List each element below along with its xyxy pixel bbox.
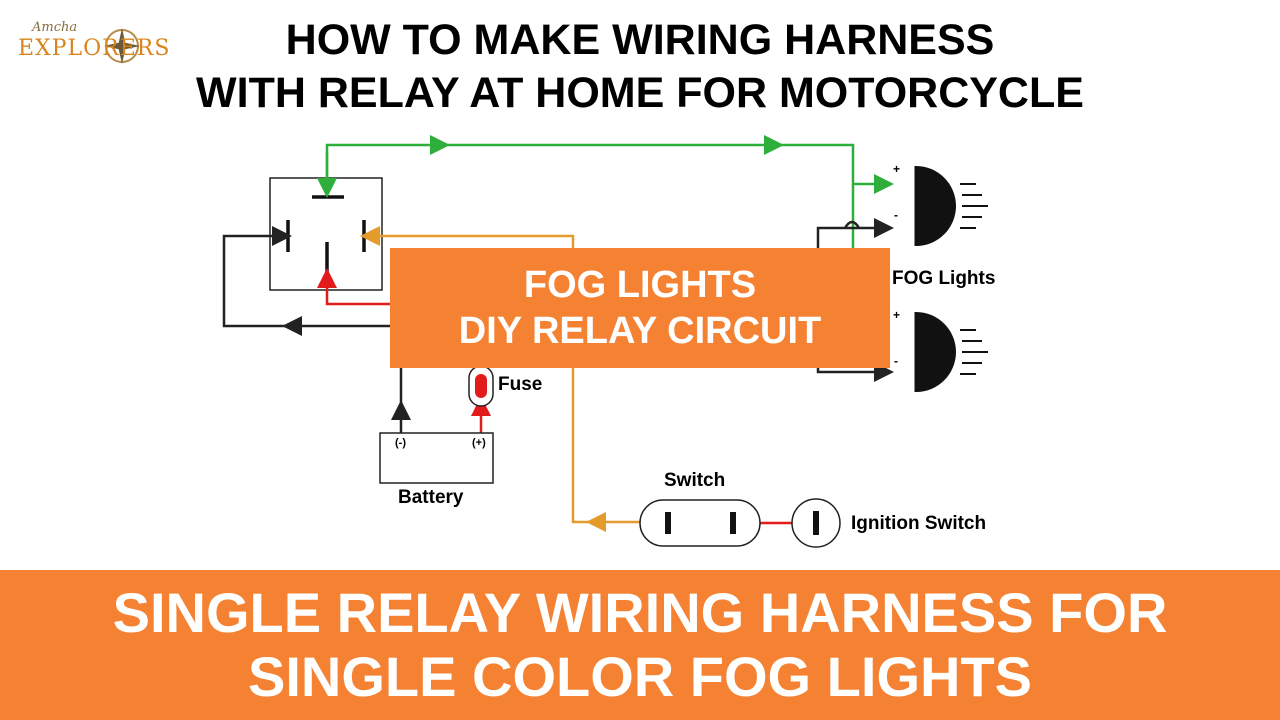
battery-label: Battery — [398, 487, 464, 508]
overlay-line-2: DIY RELAY CIRCUIT — [458, 310, 822, 352]
green-wire — [317, 135, 894, 250]
title-line-1: HOW TO MAKE WIRING HARNESS — [285, 16, 995, 64]
battery-icon — [379, 432, 494, 484]
logo-wordmark: EXPLORERS — [18, 36, 171, 61]
fog-lights-label: FOG Lights — [892, 268, 996, 289]
title-line-2: WITH RELAY AT HOME FOR MOTORCYCLE — [196, 69, 1084, 117]
compass-icon — [104, 28, 140, 64]
wiring-diagram — [222, 135, 988, 548]
switch-label: Switch — [664, 470, 726, 491]
red-wire — [317, 268, 792, 525]
ignition-switch-label: Ignition Switch — [851, 513, 987, 534]
page-title: HOW TO MAKE WIRING HARNESS WITH RELAY AT… — [0, 14, 1280, 120]
fog-light-icon — [914, 166, 988, 246]
fog-light-2-minus-label: - — [894, 354, 898, 368]
fuse-icon — [468, 365, 494, 407]
orange-wire — [360, 226, 640, 532]
fog-light-1-minus-label: - — [894, 208, 898, 222]
banner-line-1: SINGLE RELAY WIRING HARNESS FOR — [112, 581, 1168, 644]
battery-positive-label: (+) — [472, 437, 486, 449]
battery-negative-label: (-) — [395, 437, 406, 449]
fuse-label: Fuse — [498, 374, 543, 395]
bottom-banner: SINGLE RELAY WIRING HARNESS FOR SINGLE C… — [0, 570, 1280, 720]
fog-light-2-plus-label: + — [893, 308, 901, 322]
logo: Amcha EXPLORERS — [18, 16, 169, 82]
logo-top-text: Amcha — [32, 20, 78, 35]
fog-light-1-plus-label: + — [893, 162, 901, 176]
ignition-switch-icon — [791, 498, 841, 548]
fog-light-icon — [914, 312, 988, 392]
banner-line-2: SINGLE COLOR FOG LIGHTS — [248, 645, 1032, 708]
overlay-line-1: FOG LIGHTS — [523, 264, 757, 306]
overlay-callout: FOG LIGHTS DIY RELAY CIRCUIT — [390, 248, 890, 368]
switch-icon — [639, 499, 761, 547]
